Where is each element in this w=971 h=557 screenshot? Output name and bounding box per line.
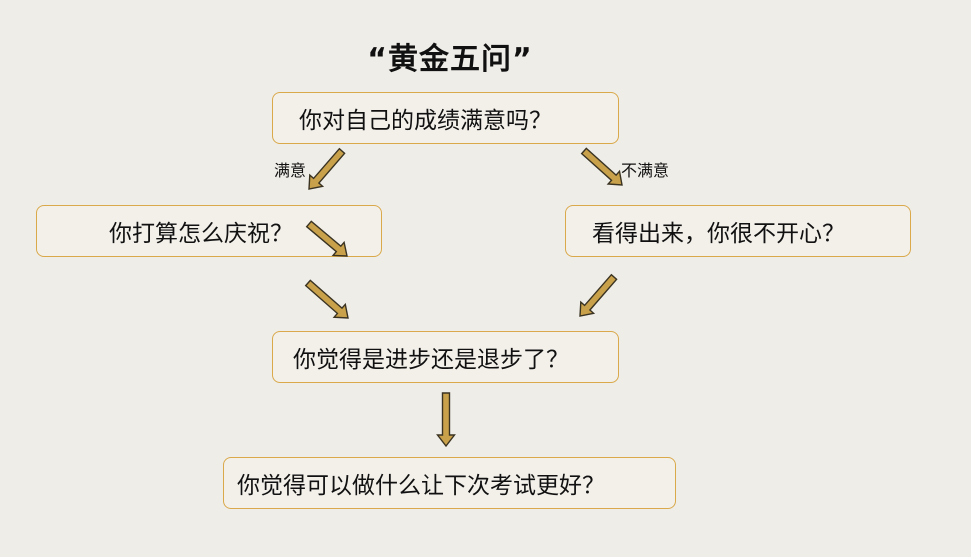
question-text-celebrate: 你打算怎么庆祝？ [109,221,293,247]
question-text-improve: 你觉得可以做什么让下次考试更好？ [237,473,605,499]
arrow-progress-to-improve [436,392,456,448]
arrow-q1-to-unhappy [580,147,623,186]
question-text-progress: 你觉得是进步还是退步了？ [293,347,569,373]
question-box-satisfaction: 你对自己的成绩满意吗？ [272,92,619,144]
diagram-title: “黄金五问” [367,42,533,77]
question-box-celebrate: 你打算怎么庆祝？ [36,205,382,257]
arrow-q1-to-celebrate [308,147,346,190]
branch-label-unsatisfied: 不满意 [621,161,670,180]
question-box-improve: 你觉得可以做什么让下次考试更好？ [223,457,676,509]
question-box-unhappy: 看得出来，你很不开心？ [565,205,911,257]
question-text-unhappy: 看得出来，你很不开心？ [592,221,845,247]
question-box-progress: 你觉得是进步还是退步了？ [272,331,619,383]
arrow-celebrate-to-progress [304,279,349,319]
branch-label-satisfied: 满意 [274,161,307,180]
arrow-unhappy-to-progress [579,273,618,317]
question-text-satisfaction: 你对自己的成绩满意吗？ [299,108,552,134]
